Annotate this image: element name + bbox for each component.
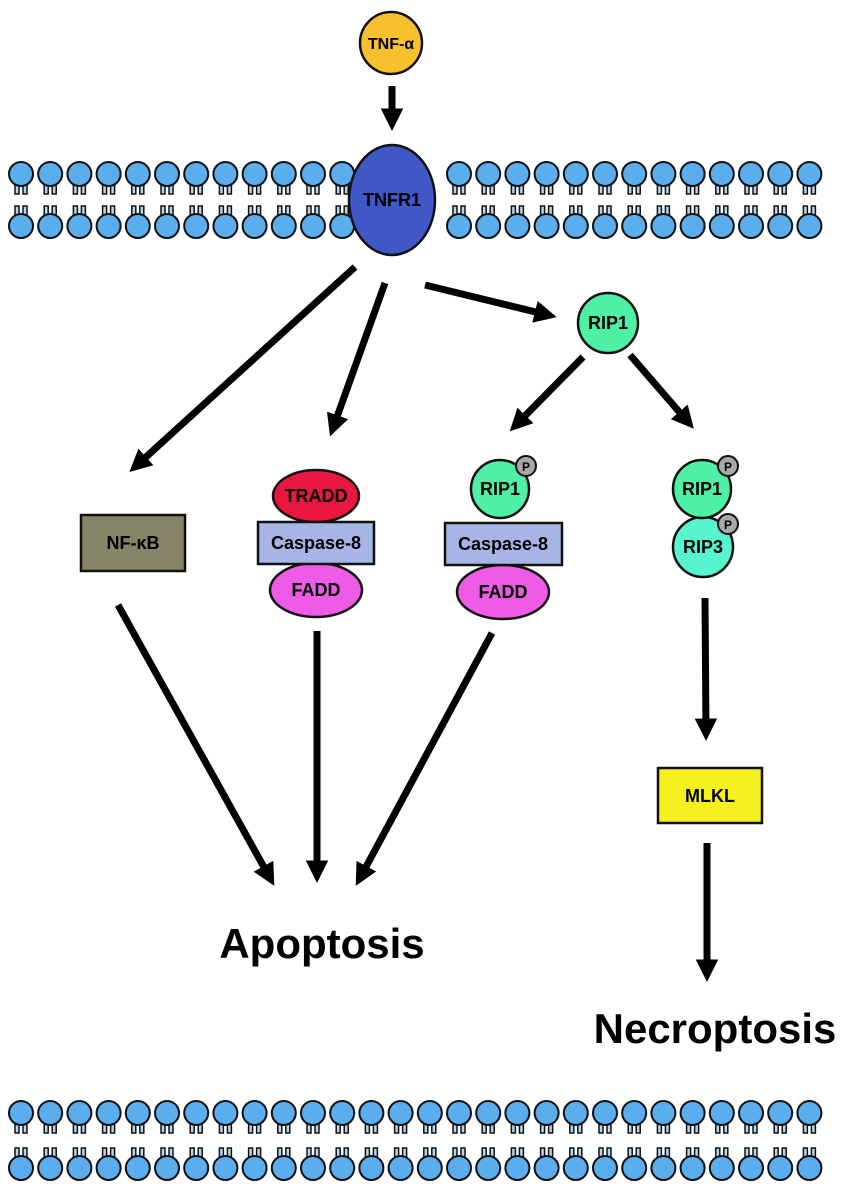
arrow-tnfr1-to-nfkb <box>129 264 358 473</box>
tnf-alpha-label: TNF-α <box>368 36 414 53</box>
lipid-molecule <box>154 1100 180 1181</box>
lipid-molecule <box>679 1100 706 1181</box>
lipid-molecule <box>767 161 794 239</box>
lipid-molecule <box>592 1100 618 1181</box>
rip1-right-label: RIP1 <box>682 479 722 499</box>
lipid-molecule <box>416 1100 443 1181</box>
lipid-molecule <box>446 161 472 239</box>
lipid-molecule <box>387 1100 414 1181</box>
lipid-molecule <box>95 1100 122 1181</box>
necroptosis-label: Necroptosis <box>594 1005 837 1052</box>
lipid-molecule <box>241 1100 268 1181</box>
lipid-molecule <box>270 161 297 239</box>
lipid-molecule <box>767 1100 794 1181</box>
lipid-molecule <box>738 1100 764 1181</box>
lipid-molecule <box>66 161 93 239</box>
lipid-molecule <box>37 1100 64 1181</box>
lipid-molecule <box>154 161 180 239</box>
tnfr1-label: TNFR1 <box>363 190 421 210</box>
lipid-molecule <box>212 1100 239 1181</box>
fadd-mid-label: FADD <box>479 582 528 602</box>
phospho-label: P <box>522 460 530 474</box>
rip1-rip3-necrosome: RIP3 P RIP1 P <box>671 455 739 579</box>
lipid-molecule <box>124 161 151 239</box>
lipid-molecule <box>679 161 706 239</box>
lipid-molecule <box>504 1100 531 1181</box>
nfkb-box: NF-κB <box>79 513 187 573</box>
lipid-molecule <box>650 161 677 239</box>
lipid-molecule <box>446 1100 472 1181</box>
lipid-molecule <box>37 161 64 239</box>
arrow-tnfr1-to-rip1 <box>424 281 557 323</box>
nfkb-label: NF-κB <box>106 533 159 553</box>
arrow-rip1-to-rip1-rip3 <box>627 352 694 429</box>
arrow-tnfr1-to-tradd-complex <box>326 281 389 437</box>
rip1-caspase8-fadd-complex: RIP1 P FADD Caspase-8 <box>443 455 564 621</box>
caspase8-left-label: Caspase-8 <box>271 533 361 553</box>
lipid-molecule <box>708 161 735 239</box>
lipid-molecule <box>796 1100 823 1181</box>
tnf-alpha-ligand: TNF-α <box>358 10 424 76</box>
lipid-molecule <box>329 161 356 239</box>
lipid-molecule <box>8 161 34 239</box>
arrow-rip1-complex-to-apoptosis <box>355 631 496 886</box>
lipid-molecule <box>475 161 502 239</box>
lipid-molecule <box>475 1100 502 1181</box>
lipid-molecule <box>300 161 326 239</box>
lipid-molecule <box>300 1100 326 1181</box>
phospho-icon <box>717 455 739 477</box>
cell-membrane-bottom <box>8 1100 823 1181</box>
apoptosis-label: Apoptosis <box>219 920 424 967</box>
tradd-caspase8-fadd-complex: TRADD FADD Caspase-8 <box>256 468 376 619</box>
lipid-molecule <box>621 1100 648 1181</box>
arrow-rip3-to-mlkl <box>694 597 718 741</box>
lipid-molecule <box>183 1100 210 1181</box>
lipid-molecule <box>621 161 648 239</box>
lipid-molecule <box>533 1100 560 1181</box>
lipid-molecule <box>212 161 239 239</box>
mlkl-label: MLKL <box>685 786 735 806</box>
rip3-label: RIP3 <box>683 537 723 557</box>
lipid-molecule <box>562 161 589 239</box>
lipid-molecule <box>124 1100 151 1181</box>
fadd-left-label: FADD <box>292 580 341 600</box>
lipid-molecule <box>183 161 210 239</box>
lipid-molecule <box>95 161 122 239</box>
lipid-molecule <box>738 161 764 239</box>
arrow-rip1-to-rip1-complex <box>509 354 586 432</box>
rip1-mid-label: RIP1 <box>480 479 520 499</box>
arrow-nfkb-to-apoptosis <box>114 603 275 886</box>
lipid-molecule <box>533 161 560 239</box>
lipid-molecule <box>562 1100 589 1181</box>
mlkl-box: MLKL <box>656 766 764 825</box>
phospho-label: P <box>724 460 732 474</box>
phospho-label: P <box>724 518 732 532</box>
caspase8-mid-label: Caspase-8 <box>458 534 548 554</box>
lipid-molecule <box>270 1100 297 1181</box>
lipid-molecule <box>329 1100 356 1181</box>
arrows <box>114 86 719 982</box>
tnfr1-receptor: TNFR1 <box>347 143 437 257</box>
lipid-molecule <box>66 1100 93 1181</box>
lipid-molecule <box>796 161 823 239</box>
cell-membrane-top <box>8 161 823 239</box>
rip1-node: RIP1 <box>576 291 640 355</box>
lipid-molecule <box>592 161 618 239</box>
tradd-label: TRADD <box>285 486 348 506</box>
phospho-icon <box>515 455 537 477</box>
phospho-icon <box>717 513 739 535</box>
lipid-molecule <box>358 1100 385 1181</box>
rip1-top-label: RIP1 <box>588 313 628 333</box>
lipid-molecule <box>708 1100 735 1181</box>
lipid-molecule <box>504 161 531 239</box>
lipid-molecule <box>8 1100 34 1181</box>
lipid-molecule <box>241 161 268 239</box>
lipid-molecule <box>650 1100 677 1181</box>
